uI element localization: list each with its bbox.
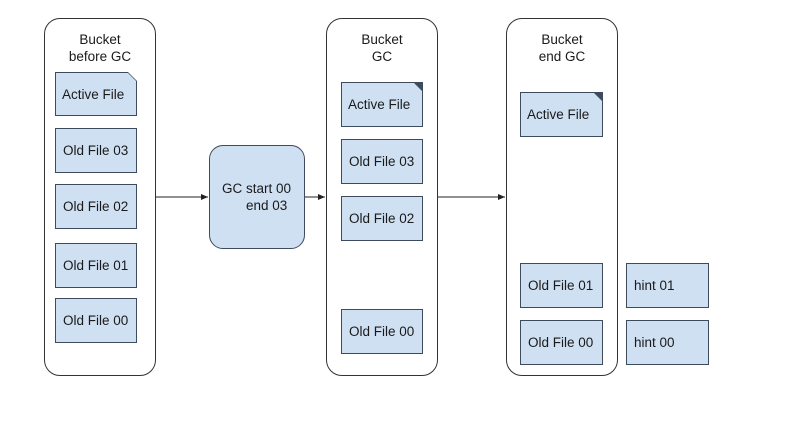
bucket-end-gc: Bucket end GC xyxy=(506,18,618,376)
file-label: Old File 02 xyxy=(349,211,415,226)
old-file-00: Old File 00 xyxy=(520,320,603,365)
file-label: Old File 01 xyxy=(528,278,594,293)
file-label: Old File 00 xyxy=(528,335,594,350)
bucket-title: Bucket before GC xyxy=(68,32,132,64)
hint-label: hint 01 xyxy=(634,278,675,293)
file-label: Old File 00 xyxy=(349,324,415,339)
gc-start-label: GC start 00 xyxy=(222,181,292,196)
old-file-03: Old File 03 xyxy=(55,128,137,173)
file-label: Active File xyxy=(62,86,125,102)
old-file-01: Old File 01 xyxy=(520,263,603,308)
active-file: Active File xyxy=(520,92,603,137)
hint-label: hint 00 xyxy=(634,335,675,350)
file-label: Old File 03 xyxy=(63,143,129,158)
bucket-title: Bucket GC xyxy=(361,32,403,64)
hint-00: hint 00 xyxy=(626,320,709,365)
bucket-title: Bucket end GC xyxy=(538,32,586,64)
file-label: Active File xyxy=(348,97,411,112)
file-label: Old File 02 xyxy=(63,199,129,214)
old-file-01: Old File 01 xyxy=(55,243,137,288)
gc-process-box: GC start 00 end 03 xyxy=(209,145,305,249)
file-label: Old File 01 xyxy=(63,258,129,273)
old-file-00: Old File 00 xyxy=(341,309,423,354)
file-label: Old File 03 xyxy=(349,154,415,169)
old-file-00: Old File 00 xyxy=(55,298,137,343)
old-file-02: Old File 02 xyxy=(55,184,137,229)
file-label: Active File xyxy=(527,107,590,122)
old-file-03: Old File 03 xyxy=(341,139,423,184)
file-label: Old File 00 xyxy=(63,313,129,328)
hint-01: hint 01 xyxy=(626,263,709,308)
old-file-02: Old File 02 xyxy=(341,196,423,241)
active-file: Active File xyxy=(341,82,423,127)
gc-end-label: end 03 xyxy=(246,198,288,213)
active-file: Active File xyxy=(55,72,137,116)
